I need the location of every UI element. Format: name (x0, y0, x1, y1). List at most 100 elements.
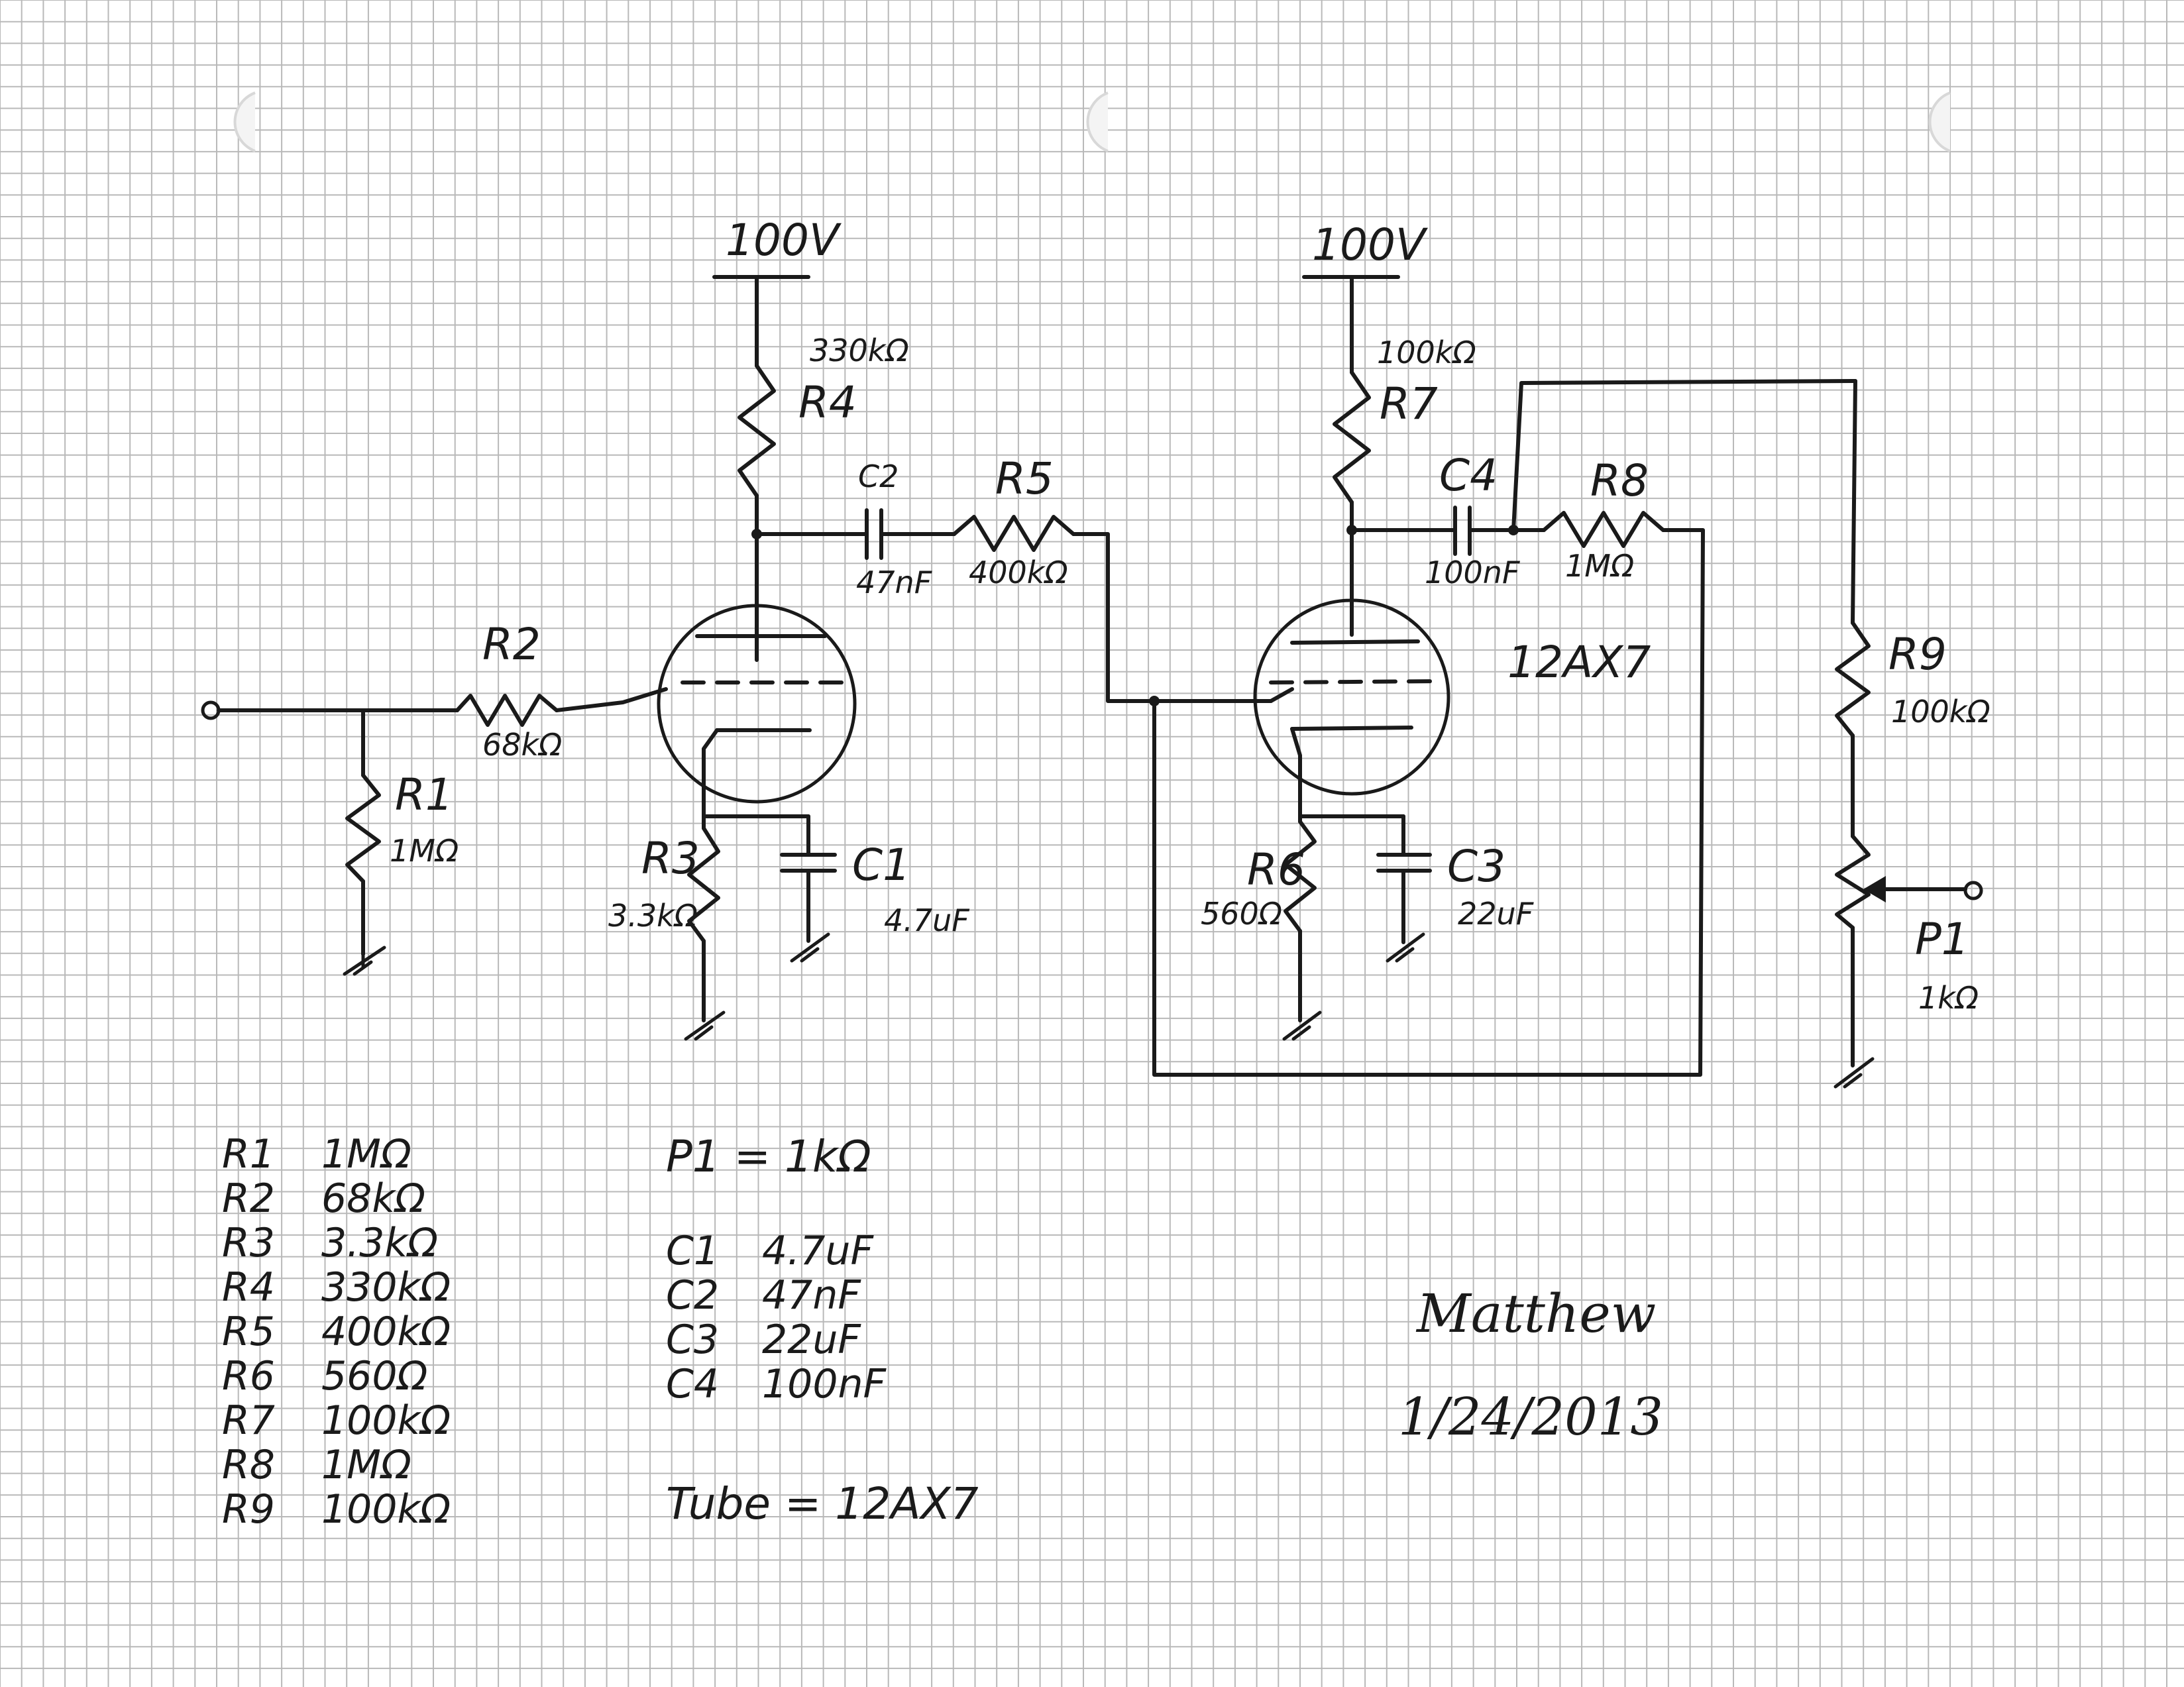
r2-value: 68kΩ (482, 727, 562, 763)
part-ref: R4 (222, 1264, 275, 1311)
part-value: 400kΩ (321, 1309, 451, 1355)
r1-value: 1MΩ (390, 833, 459, 869)
tube-1-envelope (657, 604, 857, 804)
wire-r8-loop (1152, 528, 1705, 1077)
part-ref: C2 (666, 1272, 719, 1319)
r3-label: R3 (641, 833, 700, 884)
stage-2: 100V 100kΩ R7 C4 100nF R8 1MΩ 12AX7 (1149, 219, 1857, 1077)
c4-label: C4 (1439, 450, 1498, 501)
resistor-r4 (737, 364, 776, 498)
part-value: 1MΩ (321, 1442, 411, 1488)
tube-2-plate (1290, 639, 1420, 645)
part-value: 3.3kΩ (321, 1220, 438, 1266)
part-ref: R7 (222, 1397, 275, 1444)
ground-symbol (1386, 932, 1425, 963)
part-ref: R9 (222, 1486, 275, 1533)
resistor-r8 (1542, 511, 1665, 548)
part-ref: R6 (222, 1353, 275, 1399)
capacitor-list: C1 4.7uF C2 47nF C3 22uF C4 100nF (666, 1228, 887, 1407)
junction-dot (1149, 696, 1160, 706)
part-ref: C4 (666, 1361, 719, 1407)
p1-value: 1kΩ (1918, 980, 1979, 1016)
r2-label: R2 (482, 619, 541, 670)
wire (702, 728, 719, 784)
tube-2-cathode (1290, 726, 1413, 731)
resistor-r6 (1283, 820, 1317, 933)
wire (1269, 687, 1294, 703)
c2-label: C2 (858, 459, 899, 494)
part-ref: C3 (666, 1317, 719, 1363)
part-value: 100kΩ (321, 1486, 451, 1533)
resistor-r7 (1333, 370, 1371, 504)
resistor-r2 (455, 694, 559, 727)
ground-symbol (1282, 1010, 1322, 1041)
tube-entry: Tube = 12AX7 (666, 1478, 979, 1529)
part-value: 560Ω (321, 1353, 428, 1399)
part-value: 1MΩ (321, 1131, 411, 1177)
wire-r5-to-grid2 (1071, 532, 1273, 703)
r1-label: R1 (395, 769, 453, 820)
resistor-r3 (687, 826, 720, 943)
resistor-r1 (345, 773, 381, 883)
part-ref: C1 (666, 1228, 719, 1274)
resistor-r5 (952, 515, 1075, 552)
output-terminal (1963, 881, 1983, 900)
r6-value: 560Ω (1201, 896, 1282, 932)
r7-value: 100kΩ (1377, 335, 1476, 370)
date: 1/24/2013 (1398, 1388, 1663, 1447)
r7-label: R7 (1380, 378, 1438, 429)
r5-value: 400kΩ (969, 555, 1068, 590)
supply-label-right: 100V (1312, 219, 1428, 270)
c1-value: 4.7uF (884, 902, 969, 938)
wire (1290, 727, 1302, 824)
part-ref: R2 (222, 1175, 275, 1222)
part-ref: R5 (222, 1309, 275, 1355)
r5-label: R5 (995, 453, 1054, 504)
part-value: 22uF (762, 1317, 861, 1363)
part-value: 100kΩ (321, 1397, 451, 1444)
tube-label: 12AX7 (1507, 637, 1651, 688)
pot-entry: P1 = 1kΩ (666, 1131, 871, 1182)
supply-label-left: 100V (726, 215, 842, 266)
c4-value: 100nF (1425, 555, 1520, 590)
ground-symbol (684, 1010, 726, 1041)
wire-r2-to-grid1 (555, 687, 668, 712)
binder-hole (1086, 91, 1109, 152)
potentiometer-p1 (1835, 834, 1871, 930)
part-value: 4.7uF (762, 1228, 874, 1274)
part-ref: R1 (222, 1131, 275, 1177)
p1-label: P1 (1915, 914, 1969, 965)
r9-label: R9 (1888, 629, 1947, 680)
ground-symbol (790, 932, 830, 963)
tube-2-envelope (1253, 598, 1450, 796)
output-stage: R9 100kΩ P1 1kΩ (1833, 379, 1991, 1089)
part-ref: R8 (222, 1442, 275, 1488)
binder-hole (233, 91, 256, 152)
c1-label: C1 (852, 840, 910, 891)
part-ref: R3 (222, 1220, 275, 1266)
r8-label: R8 (1590, 455, 1649, 506)
c3-value: 22uF (1458, 896, 1534, 932)
part-value: 47nF (762, 1272, 861, 1319)
binder-holes (233, 91, 1951, 152)
c3-label: C3 (1447, 841, 1505, 892)
part-value: 68kΩ (321, 1175, 425, 1222)
r4-label: R4 (798, 377, 857, 428)
part-value: 100nF (762, 1361, 887, 1407)
ground-symbol (1833, 1057, 1875, 1089)
r8-value: 1MΩ (1565, 548, 1634, 584)
wiper-arrow-icon (1863, 876, 1886, 902)
part-value: 330kΩ (321, 1264, 451, 1311)
binder-hole (1928, 91, 1951, 152)
stage-1: 100V 330kΩ R4 C2 47nF R5 400kΩ R2 68kΩ (201, 215, 1273, 1041)
signature: Matthew (1415, 1283, 1656, 1344)
resistor-r9 (1835, 621, 1871, 737)
tube-2-grid (1269, 679, 1440, 684)
r4-value: 330kΩ (810, 333, 909, 368)
wire (1851, 379, 1857, 625)
wire-c4-to-r9 (1511, 379, 1857, 532)
r3-value: 3.3kΩ (608, 898, 698, 934)
c2-value: 47nF (856, 565, 932, 600)
